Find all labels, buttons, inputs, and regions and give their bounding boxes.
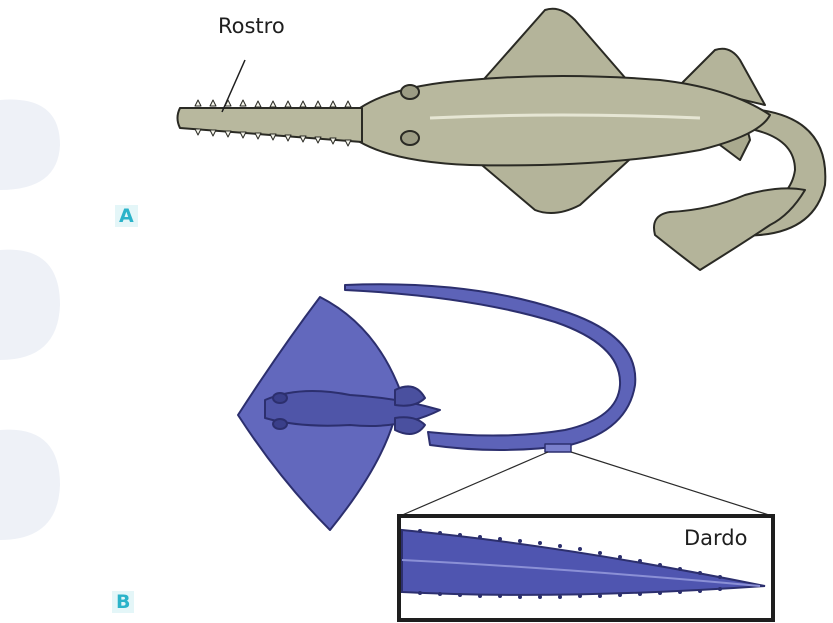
panel-letter-b: B (112, 591, 134, 613)
dardo-label: Dardo (684, 526, 747, 550)
zoom-line-right (571, 452, 772, 516)
panel-letter-a: A (115, 205, 138, 227)
rostro-label: Rostro (218, 14, 285, 38)
background-decoration (0, 100, 60, 540)
sawfish-illustration (178, 9, 826, 270)
stingray-illustration (238, 284, 635, 530)
zoom-line-left (400, 452, 548, 516)
